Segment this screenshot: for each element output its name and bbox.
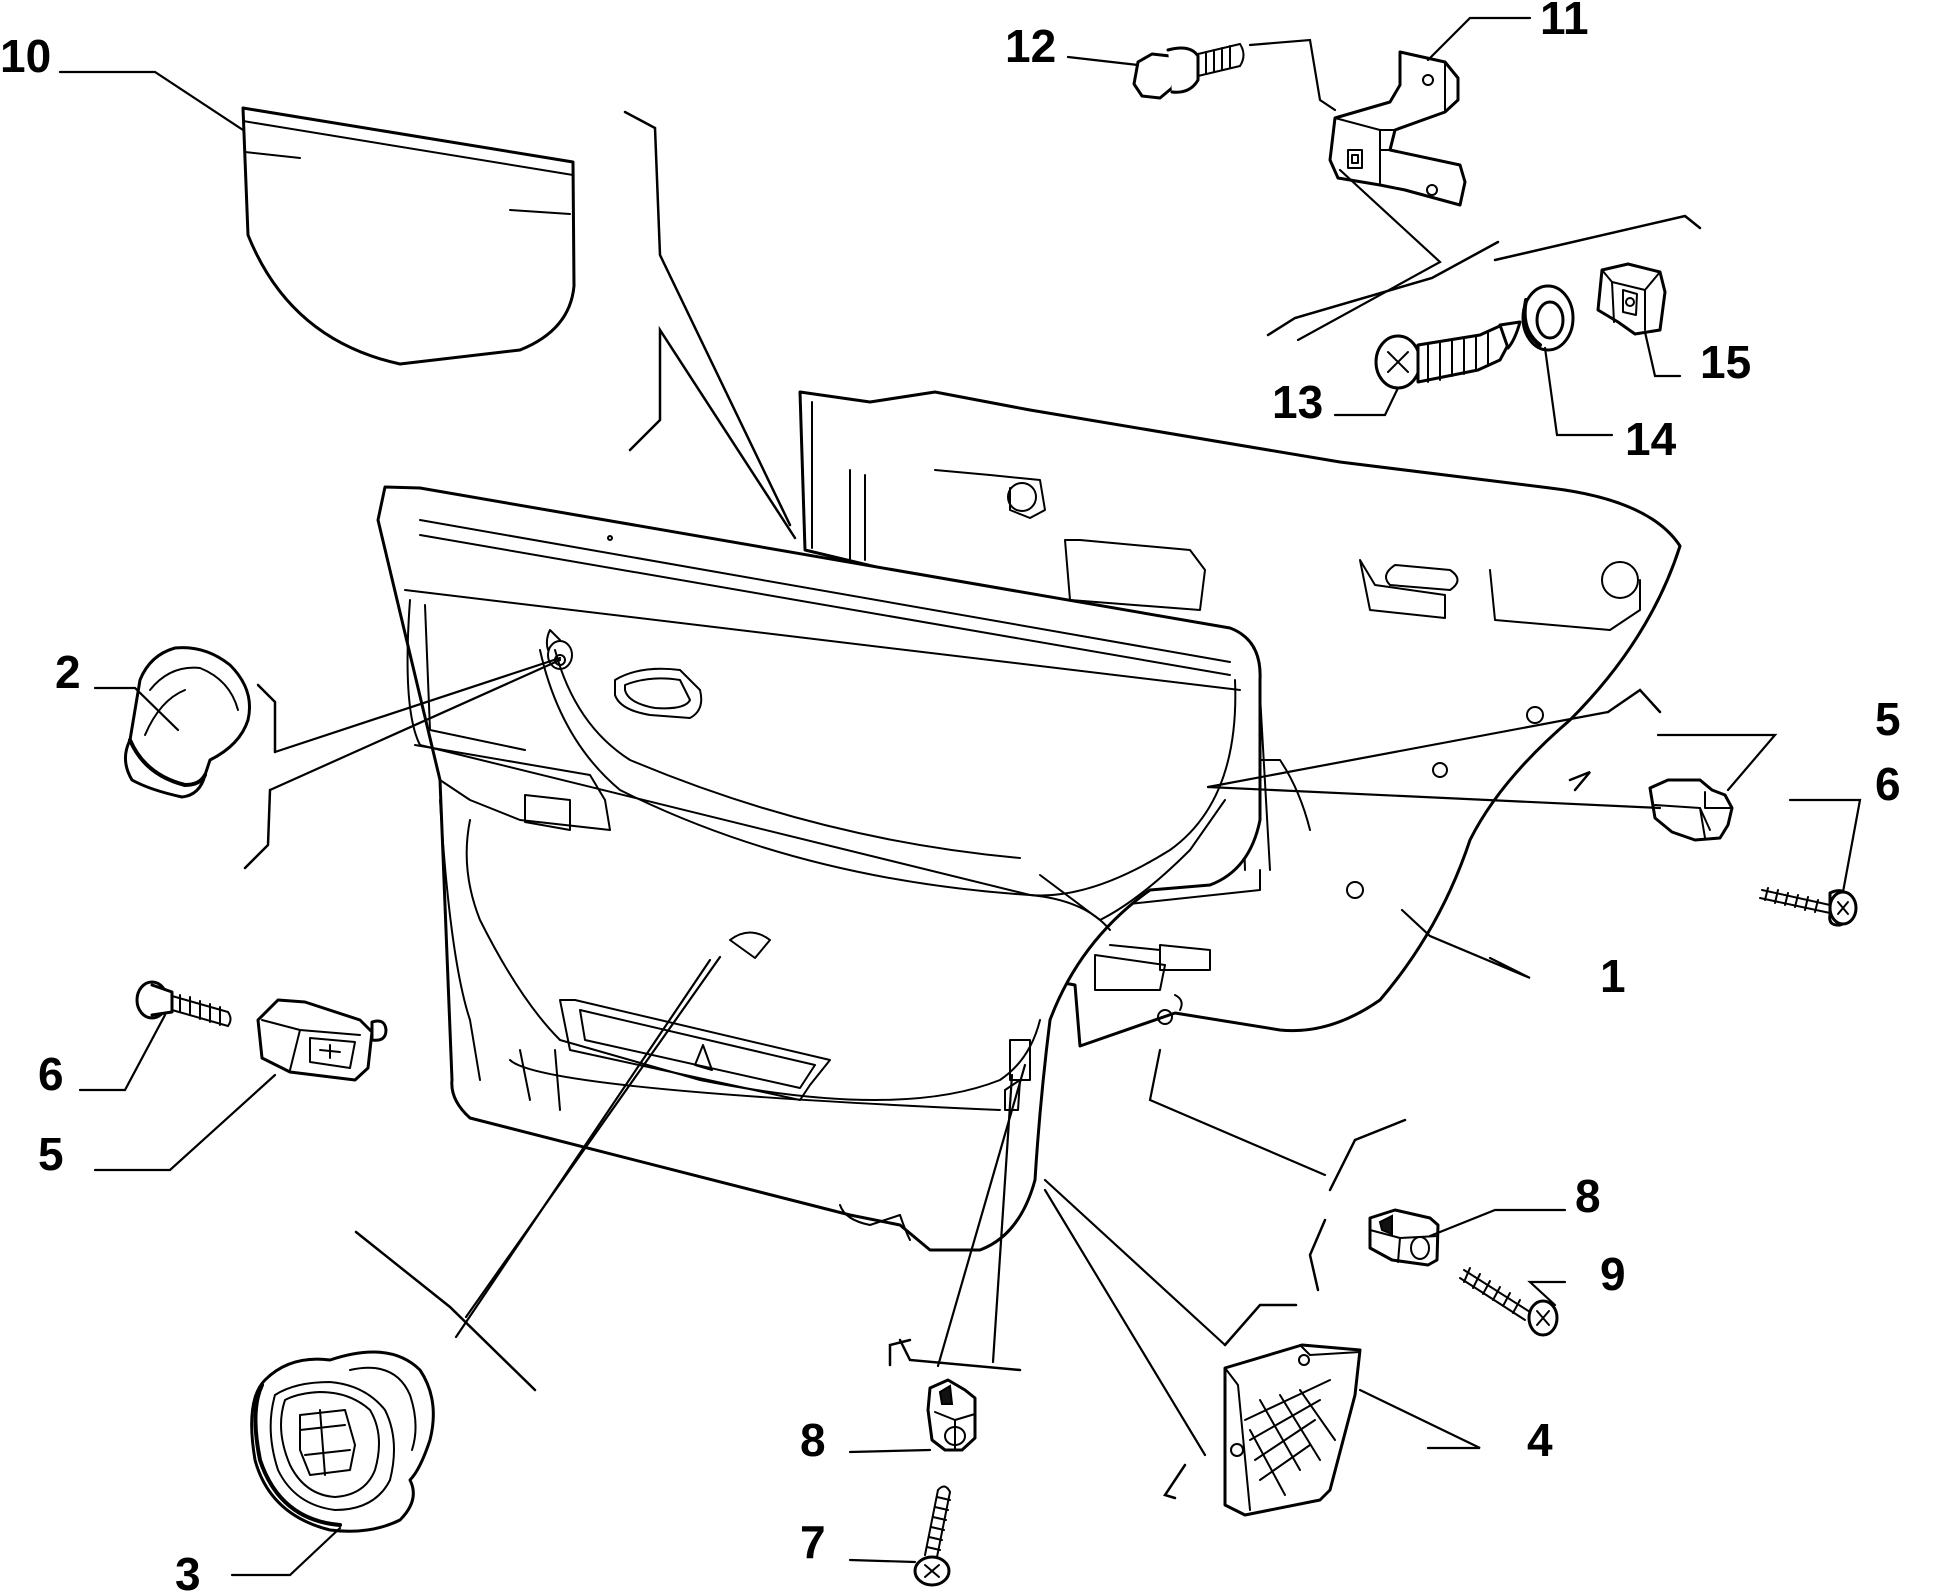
callout-12: 12 [1005,20,1056,72]
courtesy-lamp-part-4 [1223,1343,1362,1517]
screw-part-6-left [135,980,232,1027]
leader-lines [58,16,1862,1577]
clip-nut-part-15 [1596,262,1667,336]
callout-1: 1 [1600,950,1626,1002]
callout-5-left: 5 [38,1128,64,1180]
clip-part-8-bottom [926,1378,977,1452]
insulation-sheet-part-10 [241,106,576,366]
retaining-clip-part-5-right [1648,778,1734,842]
callout-3: 3 [175,1548,201,1593]
callout-13: 13 [1272,376,1323,428]
section-lines [243,110,1702,1500]
speaker-grille-part-3 [250,1350,435,1533]
callout-2: 2 [55,646,81,698]
callout-9: 9 [1600,1248,1626,1300]
bolt-part-12 [1132,43,1245,100]
washer-part-14 [1521,284,1575,352]
callout-10: 10 [0,30,51,82]
callout-6-left: 6 [38,1048,64,1100]
handle-trim-part-2 [124,646,251,799]
screw-part-6-right [1759,887,1858,927]
callout-6-right: 6 [1875,758,1901,810]
bracket-part-11 [1328,50,1467,207]
retaining-clip-part-5-left [256,998,388,1082]
callout-15: 15 [1700,336,1751,388]
door-trim-panel-front [376,485,1262,1252]
callout-4: 4 [1527,1414,1553,1466]
callout-8-bottom: 8 [800,1414,826,1466]
callout-8-right: 8 [1575,1170,1601,1222]
callout-11: 11 [1540,0,1589,44]
screw-part-13 [1374,320,1522,390]
callout-5-right: 5 [1875,693,1901,745]
callout-14: 14 [1625,413,1677,465]
screw-part-9 [1459,1267,1559,1337]
screw-part-7 [913,1485,951,1587]
callout-7: 7 [800,1516,826,1568]
clip-part-8-right [1368,1208,1440,1267]
